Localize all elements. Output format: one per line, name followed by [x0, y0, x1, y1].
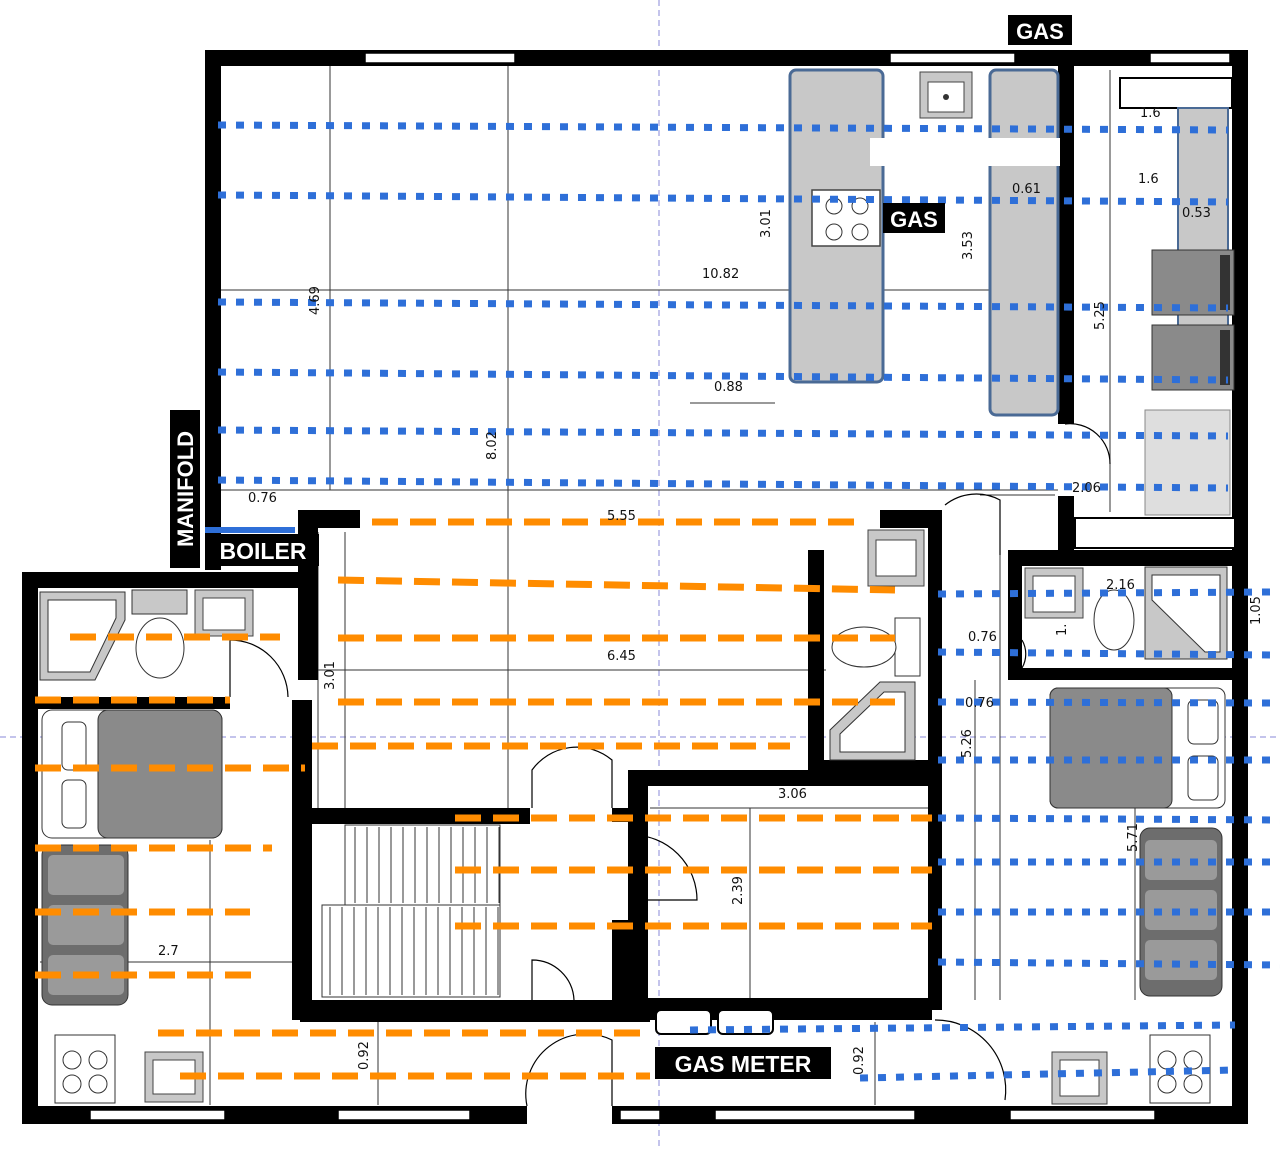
blue-heating-line [217, 191, 1229, 206]
sink-center-bath [867, 529, 925, 587]
gas-top-label: GAS [1008, 15, 1072, 45]
dim-4-69: 4.69 [308, 286, 323, 315]
shower-center [829, 681, 916, 761]
dim-0-53: 0.53 [1182, 206, 1211, 221]
dim-5-25: 5.25 [1093, 301, 1108, 330]
dim-0-92-right: 0.92 [852, 1046, 867, 1075]
dim-8-02: 8.02 [485, 431, 500, 460]
dim-2-7: 2.7 [158, 944, 179, 959]
blue-heating-line [217, 368, 1229, 384]
blue-heating-line [217, 298, 1229, 312]
dim-0-76-boiler: 0.76 [248, 491, 277, 506]
blue-heating-line [937, 958, 1280, 969]
dim-6-45: 6.45 [607, 649, 636, 664]
washer [1151, 249, 1235, 316]
utility-cabinet [1144, 409, 1231, 516]
blue-heating-line [937, 648, 1271, 659]
dim-5-26: 5.26 [960, 729, 975, 758]
blue-heating-line [217, 121, 1229, 134]
boiler-label: BOILER [207, 534, 319, 566]
dim-0-76-bath: 0.76 [968, 630, 997, 645]
sofa-right [1139, 827, 1223, 997]
stove-left [54, 1034, 116, 1104]
dim-1-05: 1.05 [1249, 596, 1264, 625]
blue-heating-line [937, 588, 1271, 598]
sink-right-kitchen [1051, 1051, 1108, 1105]
gas-kitchen-text: GAS [890, 207, 938, 232]
boiler-text: BOILER [220, 538, 307, 564]
dim-5-71: 5.71 [1126, 823, 1141, 852]
windows [89, 52, 1231, 1121]
orange-heating-lines [35, 518, 932, 1080]
dim-1-6-a: 1.6 [1140, 106, 1161, 121]
sink-left-bath [194, 589, 254, 637]
blue-heating-lines [217, 121, 1280, 1082]
gas-meter-text: GAS METER [675, 1051, 812, 1077]
bed-right [1049, 687, 1226, 809]
blue-heating-line [217, 426, 1229, 440]
dim-10-82: 10.82 [702, 267, 739, 282]
cooktop [811, 189, 881, 247]
staircase [321, 824, 501, 998]
orange-heating-line [337, 576, 896, 594]
blue-heating-line [859, 1066, 1236, 1082]
blue-heating-line [217, 476, 1229, 492]
dim-3-53: 3.53 [961, 231, 976, 260]
toilet-left [131, 589, 188, 679]
blue-heating-line [689, 1021, 1236, 1034]
dim-0-92-left: 0.92 [357, 1041, 372, 1070]
toilet-center [831, 617, 921, 677]
blue-heating-line [937, 814, 1280, 824]
counter-strip-right [1177, 107, 1229, 359]
dim-3-01-center: 3.01 [323, 661, 338, 690]
gas-kitchen-label: GAS [883, 203, 945, 233]
gas-meter-label: GAS METER [655, 1047, 831, 1079]
fridge-top [1119, 77, 1233, 109]
dim-1-6-b: 1.6 [1138, 172, 1159, 187]
shelf-right [1074, 517, 1236, 549]
stove-right [1149, 1034, 1211, 1104]
sofa-left [41, 844, 129, 1006]
dim-3-06: 3.06 [778, 787, 807, 802]
dim-1-partial: 1. [1055, 624, 1070, 636]
boiler-tag-blue-line [205, 527, 295, 533]
gas-top-text: GAS [1016, 19, 1064, 44]
toilet-right [1093, 589, 1135, 651]
dim-3-01-kitchen: 3.01 [759, 209, 774, 238]
sink-kitchen [919, 71, 973, 119]
dim-2-06: 2.06 [1072, 481, 1101, 496]
bed-left [41, 709, 223, 839]
dim-2-16: 2.16 [1106, 578, 1135, 593]
dim-5-55: 5.55 [607, 509, 636, 524]
manifold-label: MANIFOLD [170, 410, 200, 568]
kitchen-counter-right [870, 68, 1060, 417]
dimension-labels: 1.6 1.6 0.53 0.61 3.01 3.53 10.82 4.69 5… [158, 106, 1264, 1075]
dim-0-88: 0.88 [714, 380, 743, 395]
dim-0-76-bedroom: 0.76 [965, 696, 994, 711]
blue-heating-line [937, 698, 1271, 707]
dim-2-39: 2.39 [731, 876, 746, 905]
shower-right [1144, 566, 1228, 660]
dim-0-61: 0.61 [1012, 182, 1041, 197]
manifold-text: MANIFOLD [173, 431, 198, 547]
